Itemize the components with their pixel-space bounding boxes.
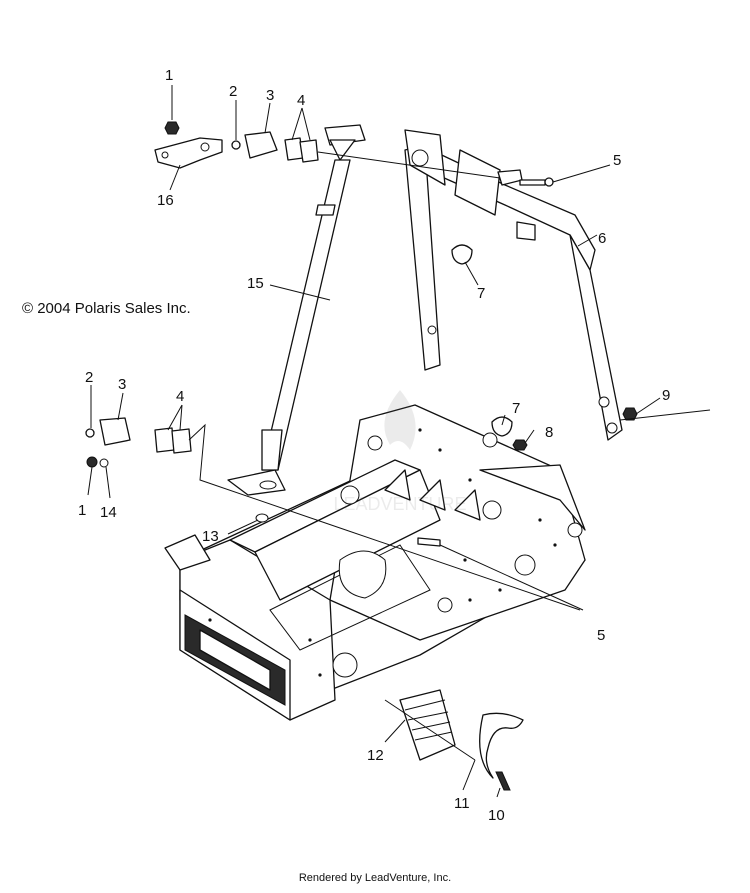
callout-10: 10 (488, 807, 505, 824)
callout-6: 6 (598, 230, 606, 247)
bracket-16 (154, 137, 223, 169)
callout-3-lower: 3 (118, 376, 126, 393)
callout-1-top: 1 (165, 67, 173, 84)
callout-14: 14 (100, 504, 117, 521)
callout-8: 8 (545, 424, 553, 441)
footer-credit: Rendered by LeadVenture, Inc. (298, 872, 452, 884)
callout-5-lower: 5 (597, 627, 605, 644)
callout-7-lower: 7 (512, 400, 520, 417)
callouts: 1 2 3 4 5 6 7 16 15 9 2 3 4 7 8 1 14 13 … (78, 67, 670, 824)
callout-16: 16 (157, 192, 174, 209)
steering-post (227, 124, 366, 496)
callout-2-top: 2 (229, 83, 237, 100)
callout-7-top: 7 (477, 285, 485, 302)
copyright-notice: © 2004 Polaris Sales Inc. (22, 300, 191, 317)
roll-bar (404, 129, 623, 441)
hardware (85, 121, 638, 791)
callout-11: 11 (454, 795, 470, 812)
chassis-frame (164, 404, 586, 721)
callout-13: 13 (202, 528, 219, 545)
leadventure-watermark: LEADVENTURE (333, 390, 467, 514)
callout-9: 9 (662, 387, 670, 404)
callout-4-lower: 4 (176, 388, 184, 405)
callout-15: 15 (247, 275, 264, 292)
callout-3-top: 3 (266, 87, 274, 104)
leader-lines (87, 85, 711, 798)
callout-12: 12 (367, 747, 384, 764)
callout-1-lower: 1 (78, 502, 86, 519)
callout-5-top: 5 (613, 152, 621, 169)
watermark-text: LEADVENTURE (333, 494, 466, 514)
callout-4-top: 4 (297, 92, 305, 109)
callout-2-lower: 2 (85, 369, 93, 386)
